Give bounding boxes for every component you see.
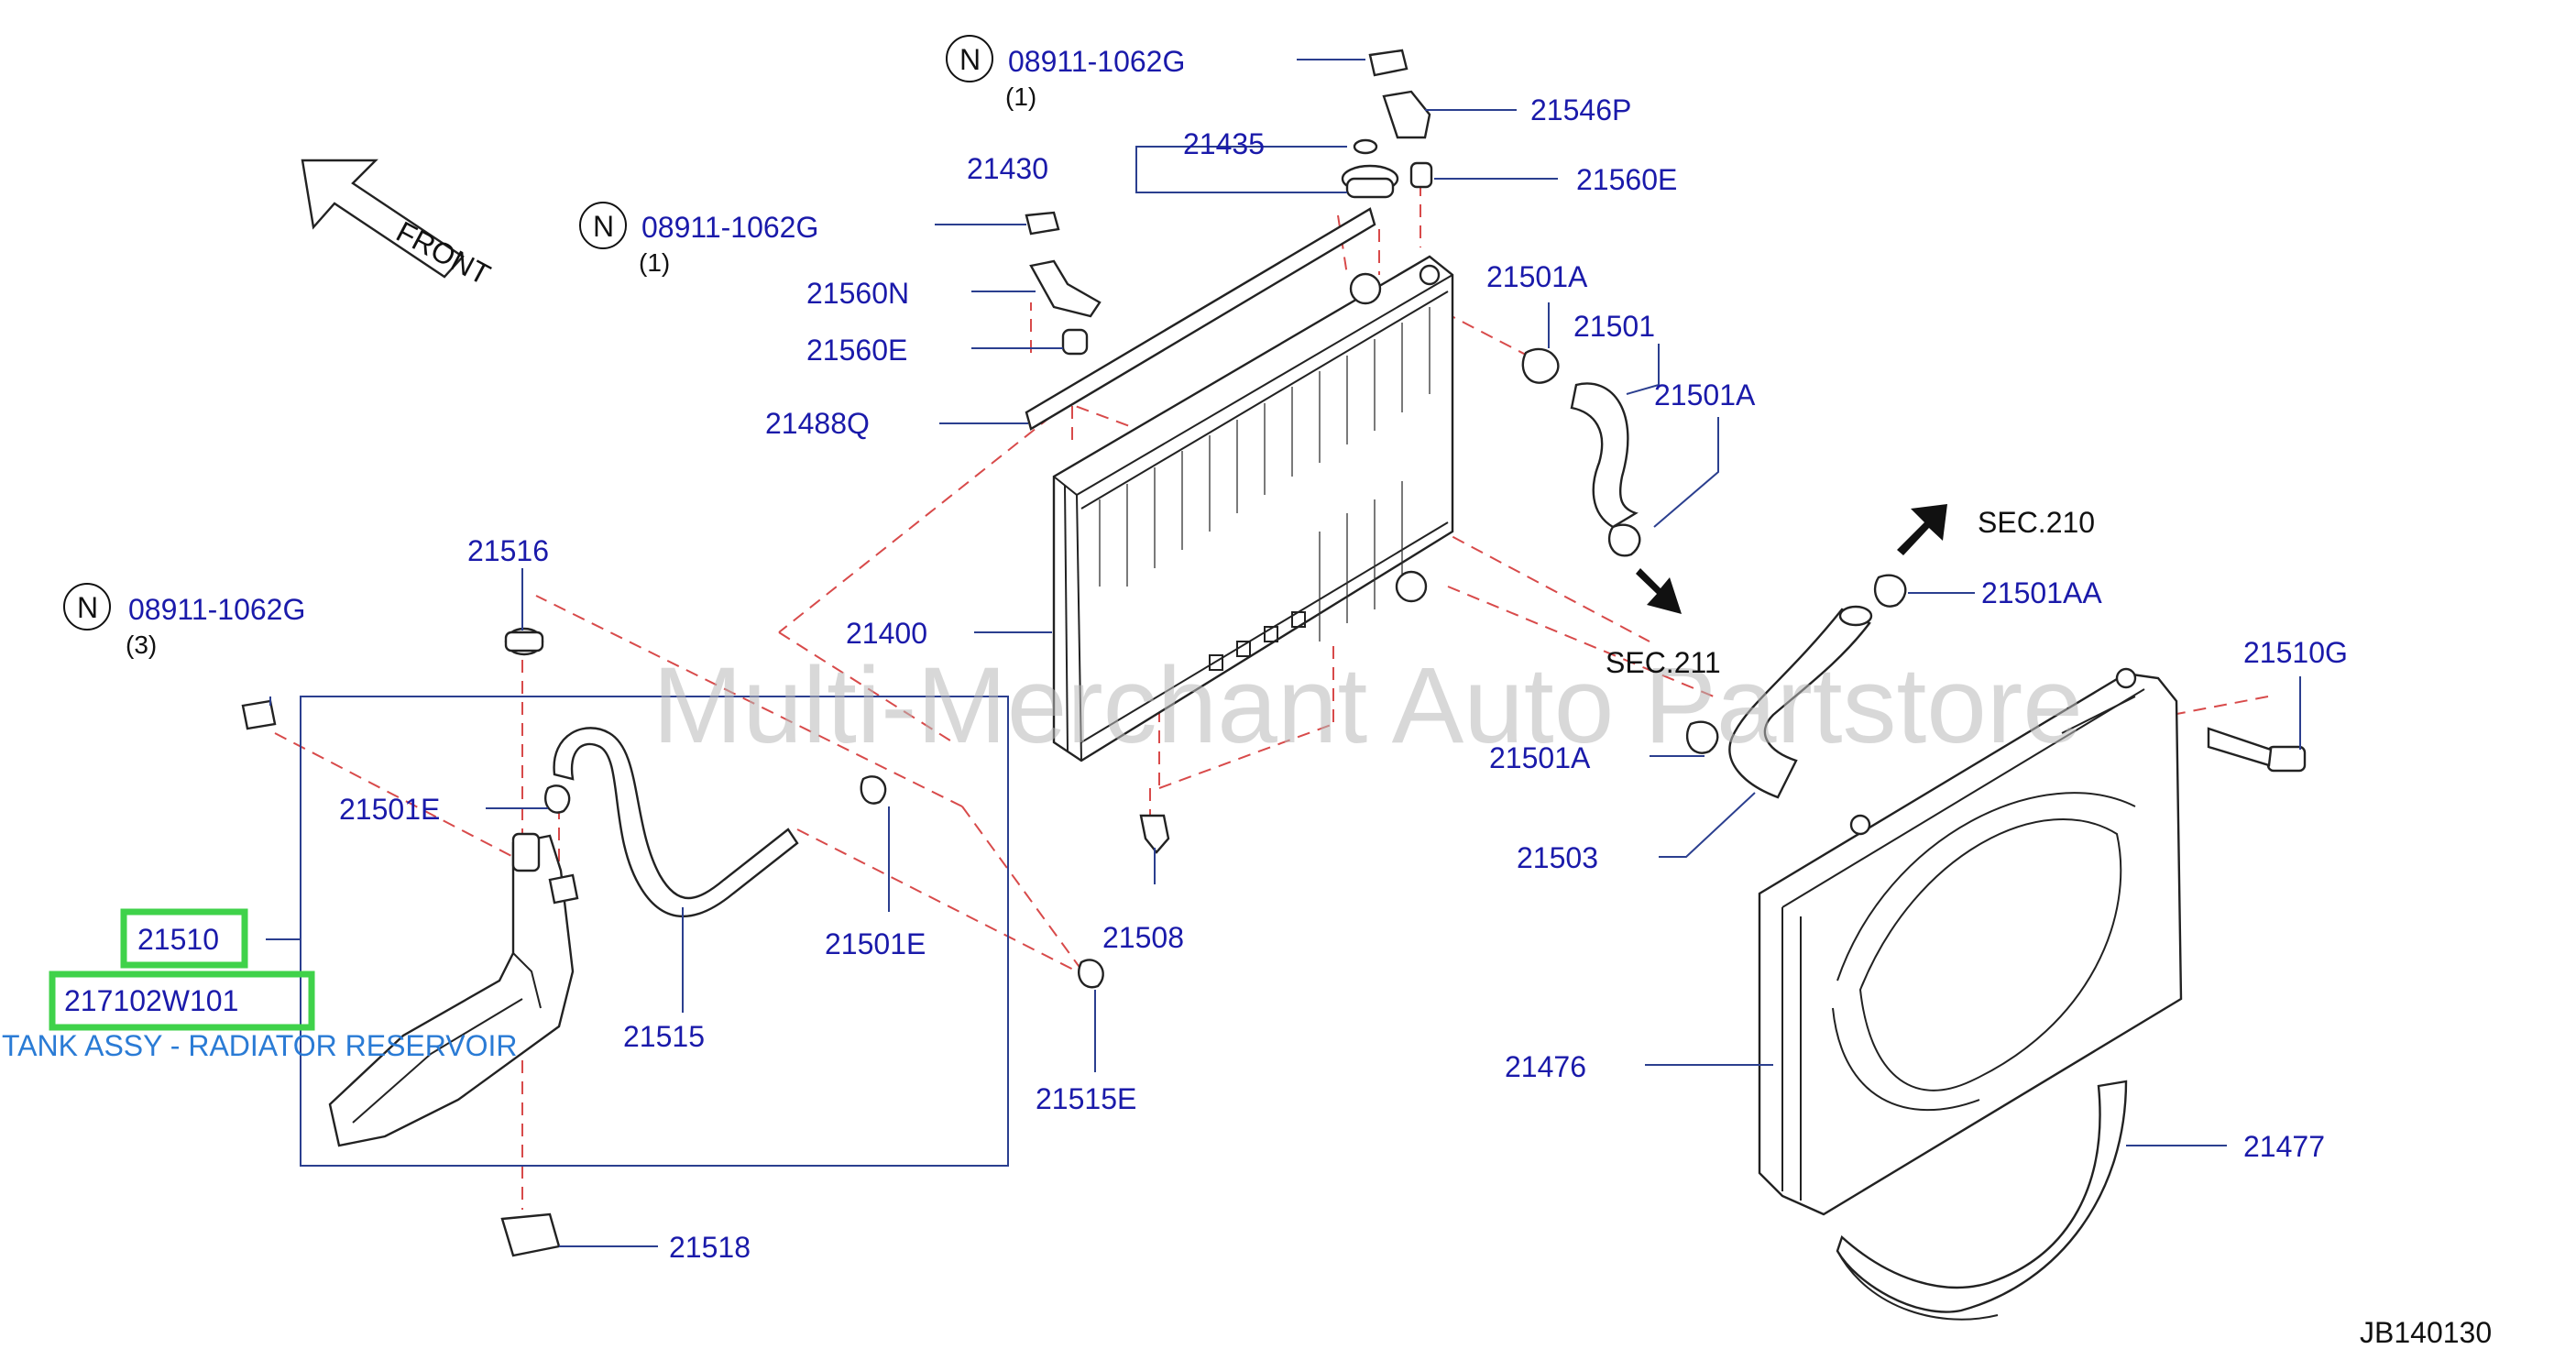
front-arrow-icon: FRONT bbox=[301, 159, 496, 291]
svg-text:N: N bbox=[593, 210, 614, 243]
label-21560e-top[interactable]: 21560E bbox=[1576, 163, 1677, 196]
leader-lines bbox=[266, 59, 2301, 1247]
n-symbol-icon: N N N bbox=[63, 35, 993, 631]
svg-text:N: N bbox=[959, 43, 981, 76]
radiator-seal[interactable] bbox=[1025, 207, 1376, 431]
tank-description: TANK ASSY - RADIATOR RESERVOIR bbox=[2, 1029, 518, 1062]
label-21435[interactable]: 21435 bbox=[1183, 127, 1265, 160]
label-21560e[interactable]: 21560E bbox=[806, 334, 907, 367]
label-21515e[interactable]: 21515E bbox=[1036, 1082, 1136, 1115]
label-21501e-right[interactable]: 21501E bbox=[825, 927, 926, 960]
qty-left: (3) bbox=[126, 631, 157, 659]
diagram-code: JB140130 bbox=[2360, 1316, 2492, 1349]
label-21516[interactable]: 21516 bbox=[467, 534, 549, 567]
highlight-part-number bbox=[49, 971, 315, 1031]
label-21476[interactable]: 21476 bbox=[1505, 1050, 1586, 1083]
label-08911-1062g-mid[interactable]: 08911-1062G bbox=[641, 211, 818, 244]
label-21510g[interactable]: 21510G bbox=[2243, 636, 2348, 669]
fan-shroud[interactable] bbox=[1758, 667, 2183, 1216]
label-sec-210[interactable]: SEC.210 bbox=[1978, 506, 2095, 539]
label-21501a-3[interactable]: 21501A bbox=[1489, 741, 1591, 774]
label-21430[interactable]: 21430 bbox=[967, 152, 1048, 185]
label-21477[interactable]: 21477 bbox=[2243, 1130, 2325, 1163]
label-sec-211[interactable]: SEC.211 bbox=[1606, 646, 1721, 679]
label-21518[interactable]: 21518 bbox=[669, 1231, 751, 1264]
radiator-core[interactable] bbox=[1052, 255, 1454, 762]
label-08911-1062g-top[interactable]: 08911-1062G bbox=[1008, 45, 1185, 78]
label-08911-1062g-left[interactable]: 08911-1062G bbox=[128, 593, 305, 626]
front-label: FRONT bbox=[391, 214, 496, 291]
qty-top: (1) bbox=[1005, 82, 1036, 111]
bolt-icon bbox=[2207, 727, 2307, 773]
label-21501a-1[interactable]: 21501A bbox=[1486, 260, 1588, 293]
label-21501a-2[interactable]: 21501A bbox=[1654, 378, 1756, 411]
label-21546p[interactable]: 21546P bbox=[1530, 93, 1631, 126]
lower-hose[interactable] bbox=[1728, 605, 1873, 799]
label-21488q[interactable]: 21488Q bbox=[765, 407, 870, 440]
label-21515[interactable]: 21515 bbox=[623, 1020, 705, 1053]
qty-mid: (1) bbox=[639, 248, 670, 277]
reservoir-hose[interactable] bbox=[553, 727, 799, 918]
highlight-21510 bbox=[120, 908, 248, 969]
svg-text:N: N bbox=[77, 591, 98, 624]
label-21501[interactable]: 21501 bbox=[1573, 310, 1655, 343]
upper-hose[interactable] bbox=[1570, 382, 1639, 529]
watermark: Multi-Merchant Auto Partstore bbox=[652, 645, 2083, 766]
label-21510[interactable]: 21510 bbox=[137, 923, 219, 956]
label-21501e-left[interactable]: 21501E bbox=[339, 793, 440, 826]
label-21503[interactable]: 21503 bbox=[1517, 841, 1598, 874]
label-tank-part-number[interactable]: 217102W101 bbox=[64, 984, 238, 1017]
label-21400[interactable]: 21400 bbox=[846, 617, 927, 650]
hardware-parts bbox=[241, 49, 2307, 1257]
reservoir-group-box bbox=[300, 696, 1009, 1167]
label-21501aa[interactable]: 21501AA bbox=[1981, 576, 2102, 609]
label-21560n[interactable]: 21560N bbox=[806, 277, 909, 310]
lower-shroud[interactable] bbox=[1836, 1080, 2128, 1321]
reservoir-tank[interactable] bbox=[328, 832, 579, 1147]
sec-arrow-icon bbox=[1636, 504, 1947, 614]
label-21508[interactable]: 21508 bbox=[1102, 921, 1184, 954]
